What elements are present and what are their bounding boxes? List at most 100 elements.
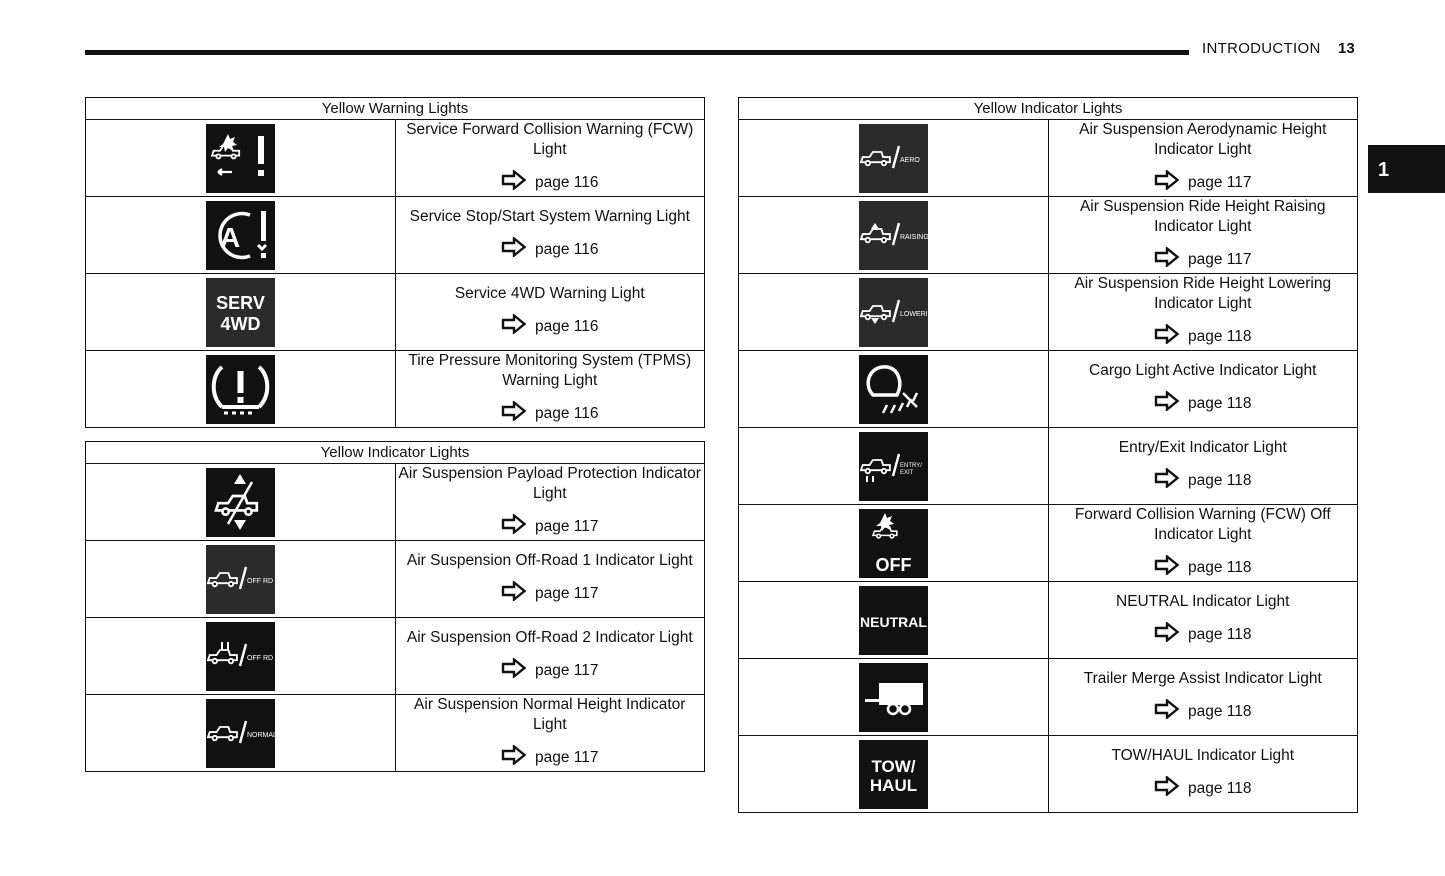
forward-collision-warning-icon	[205, 123, 275, 193]
page-reference-link[interactable]: page 118	[1154, 553, 1252, 581]
table-row: AERO Air Suspension Aerodynamic Height I…	[738, 119, 1358, 197]
page-reference-link[interactable]: page 117	[1154, 245, 1252, 273]
description-cell: Air Suspension Ride Height Lowering Indi…	[1047, 273, 1358, 351]
icon-cell: OFF RD 2	[85, 617, 396, 695]
svg-text:TOW/: TOW/	[871, 757, 915, 776]
page-reference-link[interactable]: page 118	[1154, 389, 1252, 417]
page-reference-link[interactable]: page 117	[501, 743, 599, 771]
page-reference-link[interactable]: page 117	[501, 656, 599, 684]
svg-text:NORMAL: NORMAL	[247, 732, 275, 739]
entry-exit-icon: ENTRY/EXIT	[858, 431, 928, 501]
light-name: Air Suspension Ride Height Raising Indic…	[1079, 198, 1326, 235]
light-name: Service Forward Collision Warning (FCW) …	[406, 121, 694, 158]
arrow-right-outline-icon	[501, 235, 527, 263]
yellow-indicator-lights-table-right: Yellow Indicator Lights AERO Air Suspens…	[738, 97, 1358, 813]
svg-text:NEUTRAL: NEUTRAL	[860, 614, 927, 630]
icon-cell: NEUTRAL	[738, 581, 1049, 659]
table-row: NORMAL Air Suspension Normal Height Indi…	[85, 694, 705, 772]
light-name: Forward Collision Warning (FCW) Off Indi…	[1074, 506, 1331, 543]
page-reference-text: page 118	[1188, 626, 1252, 643]
arrow-right-outline-icon	[1154, 245, 1180, 273]
page-reference-link[interactable]: page 118	[1154, 620, 1252, 648]
icon-cell	[738, 350, 1049, 428]
arrow-right-outline-icon	[1154, 168, 1180, 196]
arrow-right-outline-icon	[501, 399, 527, 427]
table-row: OFF RD 1 Air Suspension Off-Road 1 Indic…	[85, 540, 705, 618]
page-reference-link[interactable]: page 117	[501, 512, 599, 540]
page-reference-link[interactable]: page 118	[1154, 774, 1252, 802]
description-cell: Air Suspension Normal Height Indicator L…	[394, 694, 705, 772]
light-name: Air Suspension Payload Protection Indica…	[398, 465, 701, 502]
icon-cell: NORMAL	[85, 694, 396, 772]
light-name: Service Stop/Start System Warning Light	[409, 208, 690, 225]
tpms-warning-icon	[205, 354, 275, 424]
icon-cell: A	[85, 196, 396, 274]
description-cell: Air Suspension Ride Height Raising Indic…	[1047, 196, 1358, 274]
page-reference-link[interactable]: page 116	[501, 399, 599, 427]
payload-protection-icon	[205, 467, 275, 537]
arrow-right-outline-icon	[501, 656, 527, 684]
description-cell: Air Suspension Off-Road 2 Indicator Ligh…	[394, 617, 705, 695]
fcw-off-icon: OFF	[858, 508, 928, 578]
table-row: OFF RD 2 Air Suspension Off-Road 2 Indic…	[85, 617, 705, 695]
icon-cell: ENTRY/EXIT	[738, 427, 1049, 505]
table-row: SERV 4WD Service 4WD Warning Light page …	[85, 273, 705, 351]
icon-cell: RAISING	[738, 196, 1049, 274]
description-cell: Service Forward Collision Warning (FCW) …	[394, 119, 705, 197]
svg-text:4WD: 4WD	[220, 314, 260, 334]
chapter-tab[interactable]: 1	[1368, 145, 1445, 193]
stop-start-warning-icon: A	[205, 200, 275, 270]
light-name: Cargo Light Active Indicator Light	[1089, 362, 1317, 379]
icon-cell: LOWERING	[738, 273, 1049, 351]
page-reference-link[interactable]: page 116	[501, 235, 599, 263]
arrow-right-outline-icon	[1154, 553, 1180, 581]
tow-haul-icon: TOW/ HAUL	[858, 739, 928, 809]
ride-height-raising-icon: RAISING	[858, 200, 928, 270]
page-reference-link[interactable]: page 117	[501, 579, 599, 607]
icon-cell: AERO	[738, 119, 1049, 197]
trailer-merge-assist-icon	[858, 662, 928, 732]
page-reference-link[interactable]: page 116	[501, 312, 599, 340]
arrow-right-outline-icon	[501, 512, 527, 540]
page-reference-link[interactable]: page 117	[1154, 168, 1252, 196]
light-name: Trailer Merge Assist Indicator Light	[1083, 670, 1322, 687]
description-cell: Air Suspension Payload Protection Indica…	[394, 463, 705, 541]
description-cell: Service Stop/Start System Warning Light …	[394, 196, 705, 274]
yellow-warning-lights-table: Yellow Warning Lights Service Forward Co…	[85, 97, 705, 428]
description-cell: TOW/HAUL Indicator Light page 118	[1047, 735, 1358, 813]
page-reference-link[interactable]: page 118	[1154, 466, 1252, 494]
table-row: Cargo Light Active Indicator Light page …	[738, 350, 1358, 428]
icon-cell: OFF RD 1	[85, 540, 396, 618]
arrow-right-outline-icon	[501, 312, 527, 340]
svg-text:HAUL: HAUL	[870, 776, 917, 795]
arrow-right-outline-icon	[501, 579, 527, 607]
page-reference-text: page 117	[535, 749, 599, 766]
icon-cell	[85, 350, 396, 428]
svg-text:A: A	[220, 222, 240, 253]
light-name: Tire Pressure Monitoring System (TPMS) W…	[408, 352, 692, 389]
table-row: A Service Stop/Start System Warning Ligh…	[85, 196, 705, 274]
description-cell: Service 4WD Warning Light page 116	[394, 273, 705, 351]
page-reference-text: page 117	[1188, 174, 1252, 191]
icon-cell	[85, 119, 396, 197]
svg-text:RAISING: RAISING	[900, 234, 928, 241]
page-reference-link[interactable]: page 116	[501, 168, 599, 196]
page-reference-text: page 116	[535, 241, 599, 258]
page-number: 13	[1338, 40, 1355, 57]
page-reference-text: page 118	[1188, 395, 1252, 412]
page-reference-link[interactable]: page 118	[1154, 697, 1252, 725]
table-row: Air Suspension Payload Protection Indica…	[85, 463, 705, 541]
light-name: Air Suspension Off-Road 1 Indicator Ligh…	[406, 552, 693, 569]
description-cell: Forward Collision Warning (FCW) Off Indi…	[1047, 504, 1358, 582]
page-reference-text: page 117	[535, 518, 599, 535]
arrow-right-outline-icon	[1154, 774, 1180, 802]
page-reference-text: page 116	[535, 318, 599, 335]
table-row: TOW/ HAUL TOW/HAUL Indicator Light page …	[738, 735, 1358, 813]
arrow-right-outline-icon	[501, 168, 527, 196]
page-reference-text: page 118	[1188, 780, 1252, 797]
page-reference-link[interactable]: page 118	[1154, 322, 1252, 350]
light-name: TOW/HAUL Indicator Light	[1111, 747, 1295, 764]
arrow-right-outline-icon	[1154, 389, 1180, 417]
table-title: Yellow Indicator Lights	[85, 441, 705, 464]
table-row: LOWERING Air Suspension Ride Height Lowe…	[738, 273, 1358, 351]
